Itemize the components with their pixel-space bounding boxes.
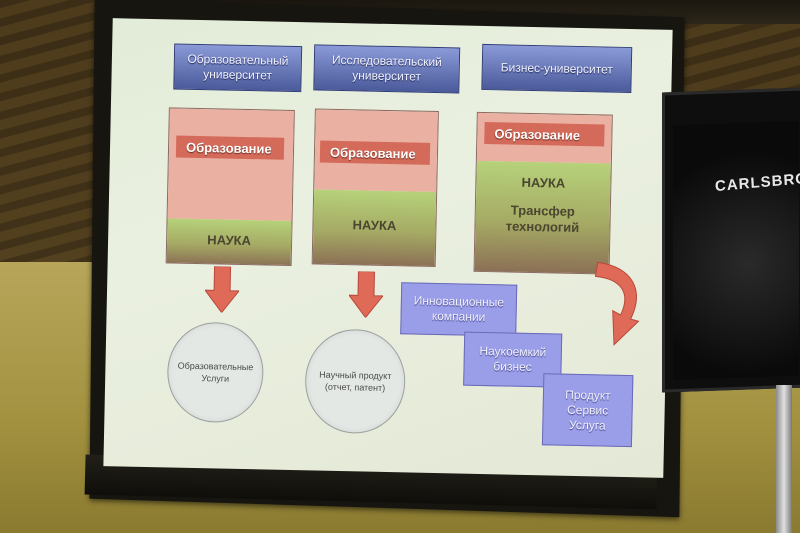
education-section: [167, 108, 294, 221]
research-university-box: [311, 108, 439, 268]
education-label: Образование: [484, 121, 605, 147]
header-label: Исследовательский университет: [331, 52, 443, 84]
header-label: Бизнес-университет: [500, 59, 614, 77]
header-educational-university: Образовательный университет: [173, 43, 303, 93]
science-label: НАУКА: [352, 217, 397, 234]
speaker-stand: [776, 385, 792, 533]
loudspeaker: CARLSBRO: [662, 87, 800, 393]
curved-arrow-icon: [594, 261, 640, 346]
innovative-companies-box: Инновационные компании: [400, 282, 518, 337]
arrow-down-icon: [348, 271, 384, 318]
educational-services-circle: Образовательные Услуги: [166, 321, 265, 424]
speaker-grill: [673, 120, 799, 381]
projected-slide: Образовательный университет Исследовател…: [103, 18, 673, 478]
science-label: НАУКА: [207, 232, 252, 249]
header-label: Образовательный университет: [187, 51, 289, 83]
technology-transfer-label: Трансфер технологий: [505, 202, 580, 235]
product-service-box: Продукт Сервис Услуга: [541, 373, 634, 448]
header-research-university: Исследовательский университет: [313, 44, 461, 94]
education-label: Образование: [175, 135, 285, 160]
science-label: НАУКА: [521, 174, 566, 191]
header-business-university: Бизнес-университет: [481, 43, 633, 94]
education-label: Образование: [319, 140, 431, 165]
scientific-product-circle: Научный продукт (отчет, патент): [304, 328, 407, 435]
arrow-down-icon: [204, 266, 240, 313]
